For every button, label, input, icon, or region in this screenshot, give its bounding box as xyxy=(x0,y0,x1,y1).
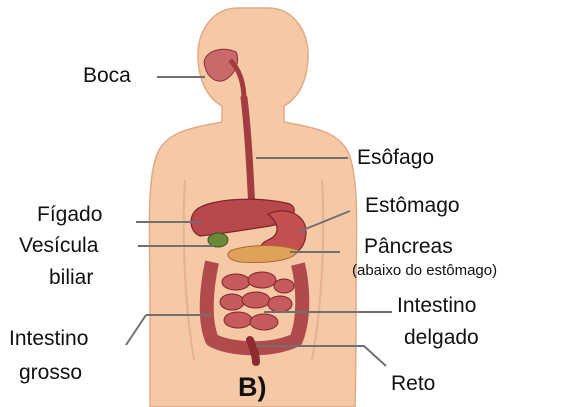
label-vesicula-line1: Vesícula xyxy=(19,234,98,258)
label-reto: Reto xyxy=(391,372,435,396)
label-intestino-grosso-line2: grosso xyxy=(19,361,82,385)
label-vesicula-line2: biliar xyxy=(49,266,93,290)
label-figado: Fígado xyxy=(37,203,102,227)
label-pancreas-note: (abaixo do estômago) xyxy=(352,262,497,280)
figure-caption: B) xyxy=(238,372,267,402)
label-pancreas: Pâncreas xyxy=(364,235,453,259)
label-intestino-delgado-line2: delgado xyxy=(404,326,479,350)
label-intestino-grosso-line1: Intestino xyxy=(9,327,88,351)
gallbladder-organ xyxy=(208,233,228,247)
label-esofago: Esôfago xyxy=(357,146,434,170)
leader-intestino-grosso xyxy=(126,315,146,345)
label-boca: Boca xyxy=(83,64,131,88)
label-intestino-delgado-line1: Intestino xyxy=(397,294,476,318)
label-estomago: Estômago xyxy=(365,194,460,218)
